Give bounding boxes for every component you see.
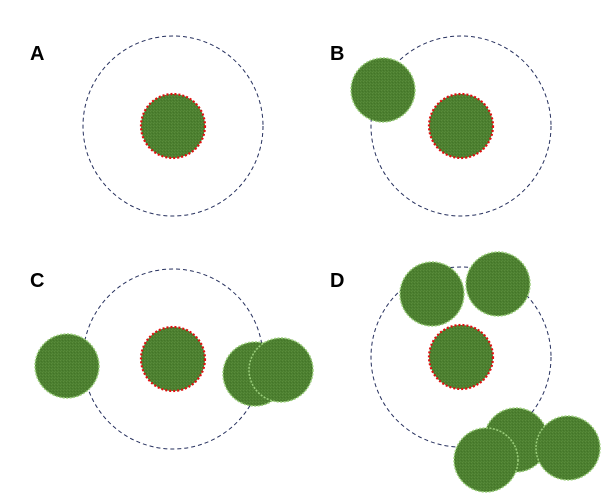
panel-label-c: C	[30, 270, 44, 292]
neighbor-cell	[34, 333, 100, 399]
neighbor-cell	[248, 337, 314, 403]
neighbor-cell	[453, 427, 519, 493]
panel-b: B	[330, 35, 552, 217]
panel-a: A	[30, 35, 264, 217]
range-circle	[370, 35, 552, 217]
panel-label-d: D	[330, 270, 344, 292]
center-cell	[427, 323, 495, 391]
panel-label-b: B	[330, 43, 344, 65]
neighbor-cell	[399, 261, 465, 327]
panel-label-a: A	[30, 43, 44, 65]
panel-c: C	[30, 268, 314, 450]
range-circle	[82, 35, 264, 217]
neighbor-cell	[350, 57, 416, 123]
panel-d: D	[330, 251, 601, 493]
center-cell	[139, 92, 207, 160]
center-cell	[427, 92, 495, 160]
neighbor-cell	[465, 251, 531, 317]
center-cell	[139, 325, 207, 393]
neighbor-cell	[535, 415, 601, 481]
